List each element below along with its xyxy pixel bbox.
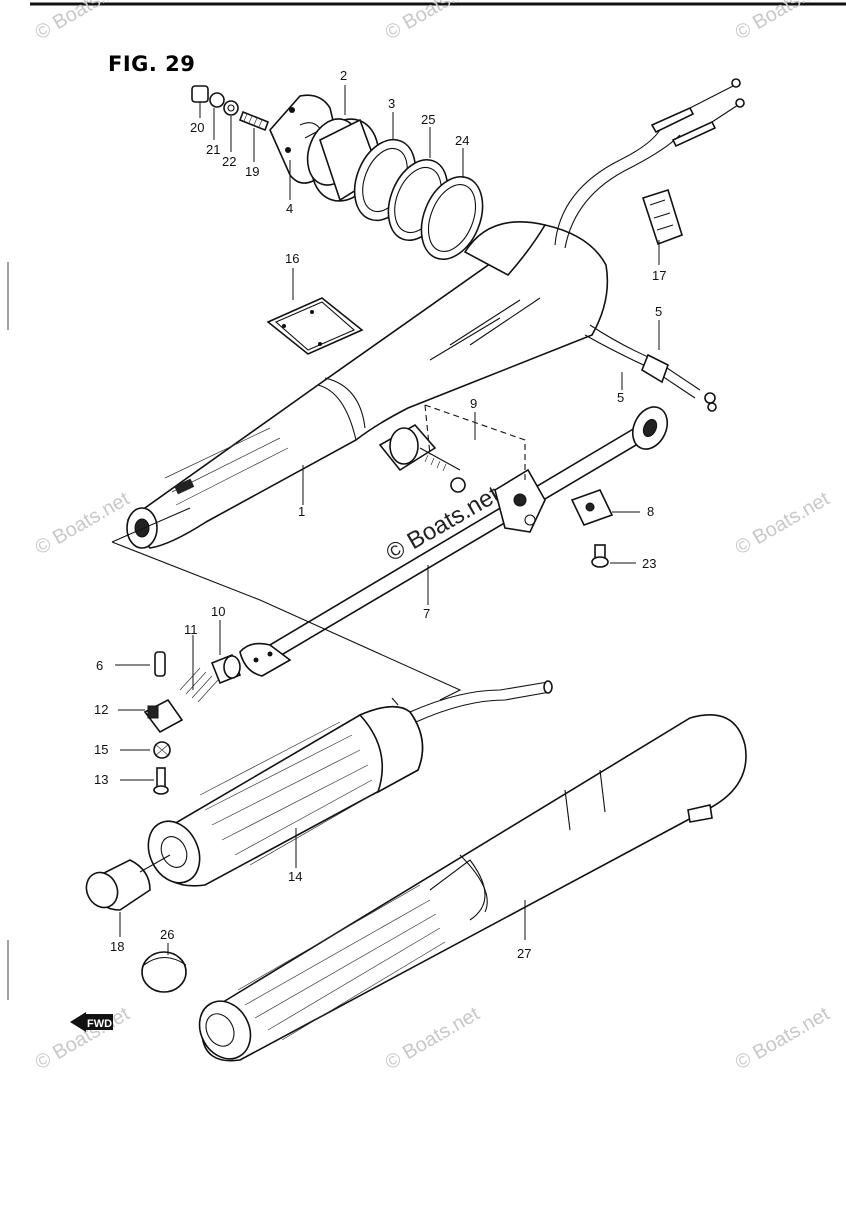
watermark: © Boats.net bbox=[732, 488, 834, 560]
callout-2: 2 bbox=[340, 68, 347, 83]
screw-23 bbox=[591, 544, 609, 568]
stacked-bushings bbox=[269, 94, 484, 261]
fwd-marker: FWD bbox=[70, 1012, 113, 1032]
callout-24: 24 bbox=[455, 133, 469, 148]
callout-27: 27 bbox=[517, 946, 531, 961]
decal-plate-16 bbox=[266, 297, 364, 355]
callout-7: 7 bbox=[423, 606, 430, 621]
washer-22 bbox=[223, 100, 239, 116]
callout-19: 19 bbox=[245, 164, 259, 179]
callout-3: 3 bbox=[388, 96, 395, 111]
callout-15: 15 bbox=[94, 742, 108, 757]
leader-lines bbox=[115, 85, 660, 955]
callout-11: 11 bbox=[184, 622, 198, 637]
callout-10: 10 bbox=[211, 604, 225, 619]
part-callouts: 2 3 25 24 4 20 21 22 19 16 17 5 5 9 1 8 … bbox=[94, 68, 666, 961]
callout-26: 26 bbox=[160, 927, 174, 942]
fwd-label: FWD bbox=[87, 1018, 112, 1030]
callout-17: 17 bbox=[652, 268, 666, 283]
nut-20 bbox=[191, 85, 209, 103]
callout-20: 20 bbox=[190, 120, 204, 135]
throttle-grip-14 bbox=[147, 680, 553, 887]
callout-12: 12 bbox=[94, 702, 108, 717]
tube-27 bbox=[198, 714, 747, 1062]
callout-25: 25 bbox=[421, 112, 435, 127]
end-cap-18 bbox=[85, 854, 171, 911]
watermark: © Boats.net bbox=[32, 1003, 134, 1075]
watermark: © Boats.net bbox=[32, 488, 134, 560]
callout-21: 21 bbox=[206, 142, 220, 157]
callout-6: 6 bbox=[96, 658, 103, 673]
cap-26 bbox=[141, 951, 187, 993]
small-parts-left bbox=[143, 651, 242, 795]
pin-6 bbox=[154, 651, 166, 677]
cable-clip-17 bbox=[641, 188, 683, 246]
callout-23: 23 bbox=[642, 556, 656, 571]
callout-4: 4 bbox=[286, 201, 293, 216]
callout-16: 16 bbox=[285, 251, 299, 266]
assembly-guide-lines bbox=[111, 404, 526, 701]
watermark: © Boats.net bbox=[32, 0, 134, 44]
washer-21 bbox=[209, 92, 225, 108]
tiller-handle-body bbox=[126, 221, 609, 549]
callout-5a: 5 bbox=[655, 304, 662, 319]
callout-1: 1 bbox=[298, 504, 305, 519]
callout-5b: 5 bbox=[617, 390, 624, 405]
screw-19 bbox=[238, 110, 270, 132]
callout-9: 9 bbox=[470, 396, 477, 411]
top-fasteners bbox=[191, 85, 270, 132]
throttle-shaft-7 bbox=[239, 406, 669, 677]
plate-8 bbox=[570, 489, 614, 526]
callout-13: 13 bbox=[94, 772, 108, 787]
callout-8: 8 bbox=[647, 504, 654, 519]
watermark: © Boats.net bbox=[732, 0, 834, 44]
figure-title: FIG. 29 bbox=[108, 52, 196, 76]
throttle-cables bbox=[554, 78, 745, 412]
watermark: © Boats.net bbox=[382, 0, 484, 44]
callout-18: 18 bbox=[110, 939, 124, 954]
screw-13 bbox=[156, 767, 166, 789]
callout-22: 22 bbox=[222, 154, 236, 169]
watermark: © Boats.net bbox=[732, 1003, 834, 1075]
forward-arrow-icon bbox=[70, 1012, 86, 1032]
watermark: © Boats.net bbox=[382, 1003, 484, 1075]
callout-14: 14 bbox=[288, 869, 302, 884]
